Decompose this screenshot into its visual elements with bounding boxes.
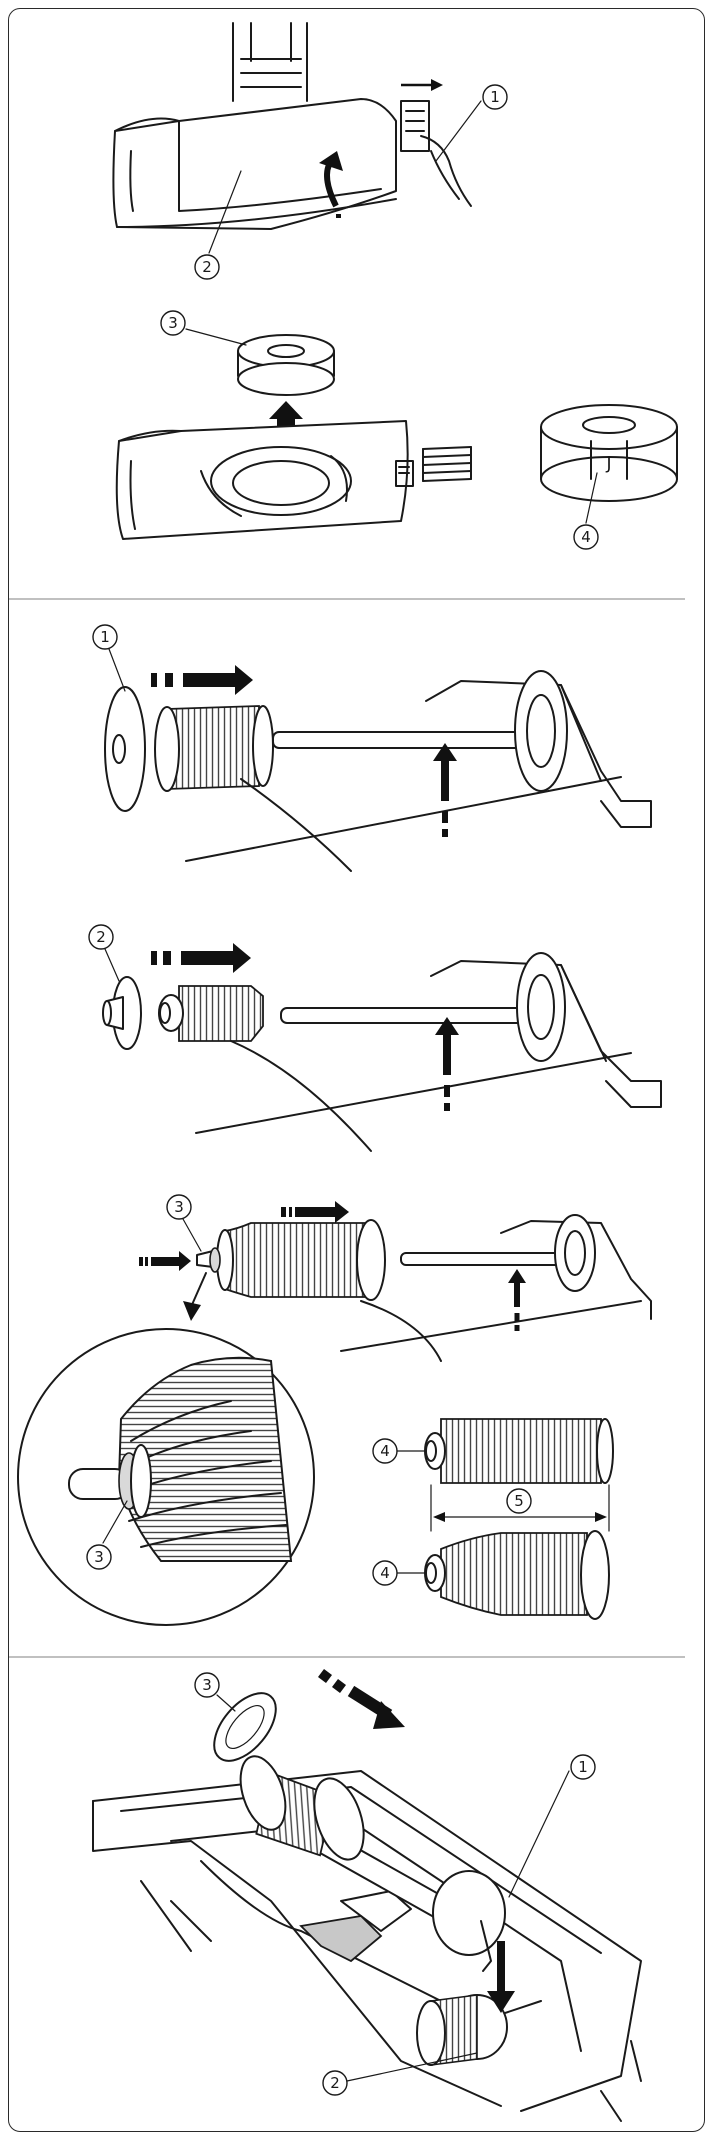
svg-text:2: 2 xyxy=(96,928,106,946)
flip-up-arrow-a xyxy=(433,743,457,837)
svg-text:1: 1 xyxy=(490,88,500,106)
spool-cap-small xyxy=(102,976,142,1050)
section-spool-cap-small: 2 xyxy=(88,924,662,1152)
callout-3-s3: 3 xyxy=(194,1672,236,1712)
callout-5: 5 xyxy=(506,1488,532,1514)
thread-guide-plate xyxy=(299,1890,412,1963)
illustration-canvas: 1 2 3 xyxy=(9,22,685,2122)
janome-bobbin: J xyxy=(540,404,678,502)
flip-up-arrow-c xyxy=(508,1269,526,1331)
svg-text:3: 3 xyxy=(174,1198,184,1216)
svg-text:2: 2 xyxy=(202,258,212,276)
push-arrow-c1 xyxy=(281,1201,349,1223)
push-arrow-a xyxy=(151,665,253,695)
svg-text:1: 1 xyxy=(578,1758,588,1776)
callout-4-upper: 4 xyxy=(372,1438,426,1464)
spool-cap-large xyxy=(104,686,146,812)
push-arrow-c2 xyxy=(139,1251,191,1271)
spool-pin-housing-b xyxy=(195,960,662,1134)
callout-3-magnified: 3 xyxy=(86,1500,128,1570)
svg-text:4: 4 xyxy=(581,528,591,546)
callout-1-a: 1 xyxy=(92,624,126,692)
down-arrow-s3 xyxy=(487,1941,515,2013)
callout-3-c: 3 xyxy=(166,1194,202,1252)
svg-text:3: 3 xyxy=(168,314,178,332)
spool-pin-b xyxy=(280,952,566,1062)
spool-pin-housing-c xyxy=(340,1220,652,1352)
section-spool-net-and-cap: 3 3 xyxy=(17,1194,652,1626)
svg-text:4: 4 xyxy=(380,1564,390,1582)
push-arrow-b xyxy=(151,943,251,973)
callout-1-s3: 1 xyxy=(508,1754,596,1898)
svg-text:4: 4 xyxy=(380,1442,390,1460)
push-arrow-s3 xyxy=(318,1669,405,1729)
flip-up-arrow-b xyxy=(435,1017,459,1111)
callout-2-s3: 2 xyxy=(322,2052,478,2096)
svg-text:3: 3 xyxy=(202,1676,212,1694)
spool-b xyxy=(158,985,372,1152)
magnifier-pointer xyxy=(183,1272,207,1321)
spool-cap-disc xyxy=(213,1692,277,1762)
callout-4-lower: 4 xyxy=(372,1560,426,1586)
bobbin-cover-plate xyxy=(112,98,397,230)
feed-dogs xyxy=(422,446,472,482)
section-remove-bobbin: 1 2 3 xyxy=(112,22,678,550)
callout-2: 2 xyxy=(194,170,242,280)
spool-type-upper xyxy=(424,1418,614,1484)
spool-type-lower xyxy=(424,1530,610,1620)
section-spool-cap-large: 1 xyxy=(92,624,652,872)
svg-text:1: 1 xyxy=(100,628,110,646)
manual-page-frame: 1 2 3 xyxy=(8,8,705,2132)
cone-spool-c xyxy=(216,1219,442,1362)
bobbin-letter: J xyxy=(605,454,611,474)
callout-4: 4 xyxy=(573,472,599,550)
bobbin-case-plate xyxy=(115,420,414,540)
release-button-with-finger xyxy=(400,79,472,207)
spool-a xyxy=(154,705,352,872)
callout-2-b: 2 xyxy=(88,924,120,982)
bobbin-lifted xyxy=(237,334,335,396)
presser-foot-drawing xyxy=(232,22,308,102)
svg-text:5: 5 xyxy=(514,1492,524,1510)
callout-3: 3 xyxy=(160,310,247,346)
spool-pin-housing-a xyxy=(185,680,652,862)
width-dimension xyxy=(430,1484,610,1532)
magnified-detail xyxy=(17,1328,315,1626)
lift-arrow xyxy=(319,151,343,218)
callout-1: 1 xyxy=(435,84,508,162)
spool-pin-c xyxy=(400,1214,596,1292)
spool-pin-a xyxy=(272,670,568,792)
svg-text:3: 3 xyxy=(94,1548,104,1566)
spool-on-pin xyxy=(239,1755,365,1861)
bobbin-on-winder xyxy=(416,1994,508,2066)
svg-text:2: 2 xyxy=(330,2074,340,2092)
spool-net-cap-small xyxy=(196,1247,221,1273)
section-horizontal-spool: 1 2 3 xyxy=(92,1669,642,2122)
